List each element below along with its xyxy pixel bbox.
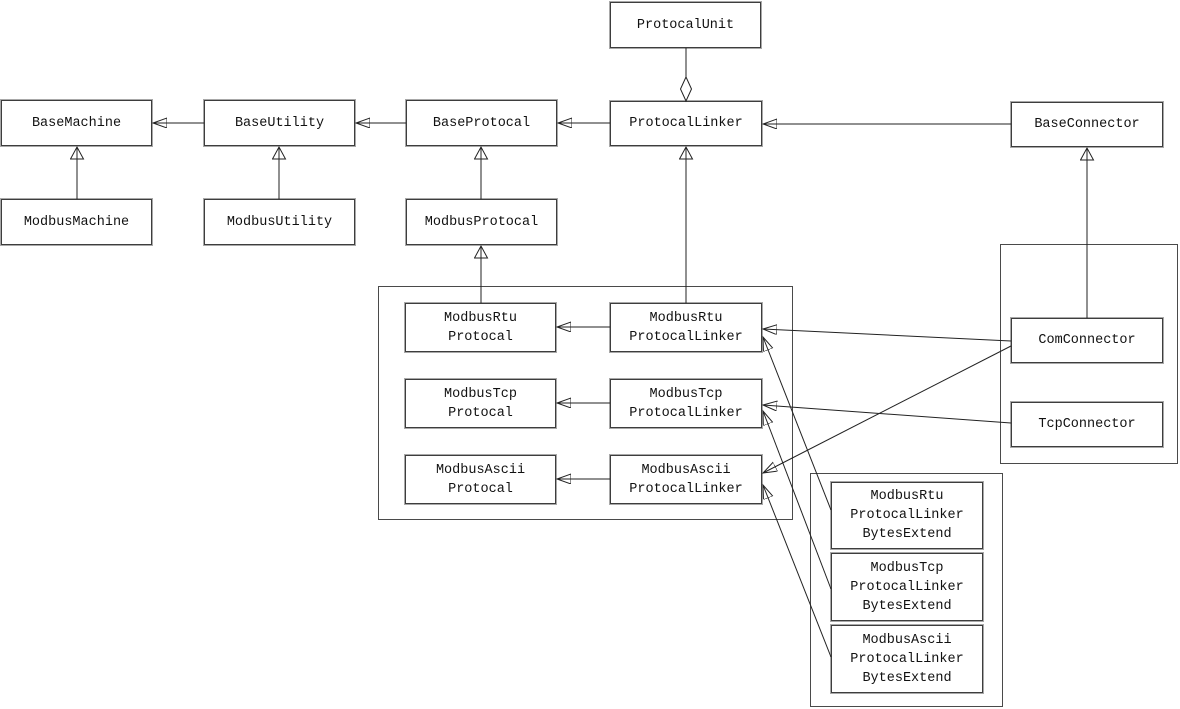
edge-tcpconnector-to-tcplinker (763, 405, 1012, 424)
node-label: TcpConnector (1038, 417, 1136, 432)
node-label: ModbusAscii (435, 462, 526, 478)
node-base-utility: BaseUtility (203, 99, 356, 147)
node-label: ProtocalLinker (850, 579, 964, 595)
node-modbus-rtu-protocal-linker: ModbusRtu ProtocalLinker (609, 302, 763, 353)
edge-comconnector-to-rtulinker (763, 329, 1012, 342)
node-label: ProtocalLinker (629, 116, 743, 131)
node-modbus-rtu-protocal: ModbusRtu Protocal (404, 302, 557, 353)
node-base-machine: BaseMachine (0, 99, 153, 147)
node-label: ModbusAscii (641, 462, 731, 478)
node-label: ModbusTcp (649, 386, 723, 402)
node-label: BaseUtility (234, 115, 325, 131)
node-label: BaseConnector (1034, 117, 1140, 132)
node-label: Protocal (448, 329, 513, 345)
node-modbus-tcp-bytes-extend: ModbusTcp ProtocalLinker BytesExtend (830, 552, 984, 622)
node-modbus-ascii-protocal-linker: ModbusAscii ProtocalLinker (609, 454, 763, 505)
node-label: ModbusUtility (226, 214, 333, 230)
node-label: ModbusTcp (870, 560, 944, 576)
node-modbus-machine: ModbusMachine (0, 198, 153, 246)
node-modbus-protocal: ModbusProtocal (405, 198, 558, 246)
node-modbus-tcp-protocal-linker: ModbusTcp ProtocalLinker (609, 378, 763, 429)
node-tcp-connector: TcpConnector (1010, 401, 1164, 448)
node-label: BaseProtocal (432, 115, 531, 131)
node-label: ModbusAscii (862, 632, 952, 648)
node-modbus-utility: ModbusUtility (203, 198, 356, 246)
node-label: ProtocalLinker (850, 508, 964, 523)
node-label: ModbusProtocal (424, 214, 539, 230)
node-modbus-ascii-protocal: ModbusAscii Protocal (404, 454, 557, 505)
node-base-connector: BaseConnector (1010, 101, 1164, 148)
node-label: BytesExtend (862, 598, 952, 614)
node-label: ModbusRtu (870, 489, 944, 504)
edge-comconnector-to-asciilinker (763, 345, 1012, 473)
node-base-protocal: BaseProtocal (405, 99, 558, 147)
node-label: ProtocalLinker (629, 481, 743, 497)
node-label: BaseMachine (31, 115, 122, 131)
node-modbus-rtu-bytes-extend: ModbusRtu ProtocalLinker BytesExtend (830, 481, 984, 550)
node-modbus-tcp-protocal: ModbusTcp Protocal (404, 378, 557, 429)
aggregation-diamond (679, 75, 693, 103)
node-label: ProtocalLinker (850, 651, 964, 667)
node-protocal-unit: ProtocalUnit (609, 1, 762, 49)
node-label: Protocal (448, 481, 513, 497)
node-label: ModbusMachine (23, 214, 130, 230)
node-label: ModbusTcp (444, 386, 517, 402)
node-label: BytesExtend (862, 527, 952, 542)
node-label: ModbusRtu (444, 310, 517, 326)
node-protocal-linker: ProtocalLinker (609, 100, 763, 147)
node-label: BytesExtend (862, 670, 952, 686)
node-label: ProtocalUnit (636, 17, 735, 33)
node-com-connector: ComConnector (1010, 317, 1164, 364)
node-label: ModbusRtu (649, 310, 723, 326)
node-label: Protocal (448, 405, 513, 421)
node-label: ComConnector (1038, 333, 1136, 348)
node-label: ProtocalLinker (629, 329, 743, 345)
node-modbus-ascii-bytes-extend: ModbusAscii ProtocalLinker BytesExtend (830, 624, 984, 694)
node-label: ProtocalLinker (629, 405, 743, 421)
